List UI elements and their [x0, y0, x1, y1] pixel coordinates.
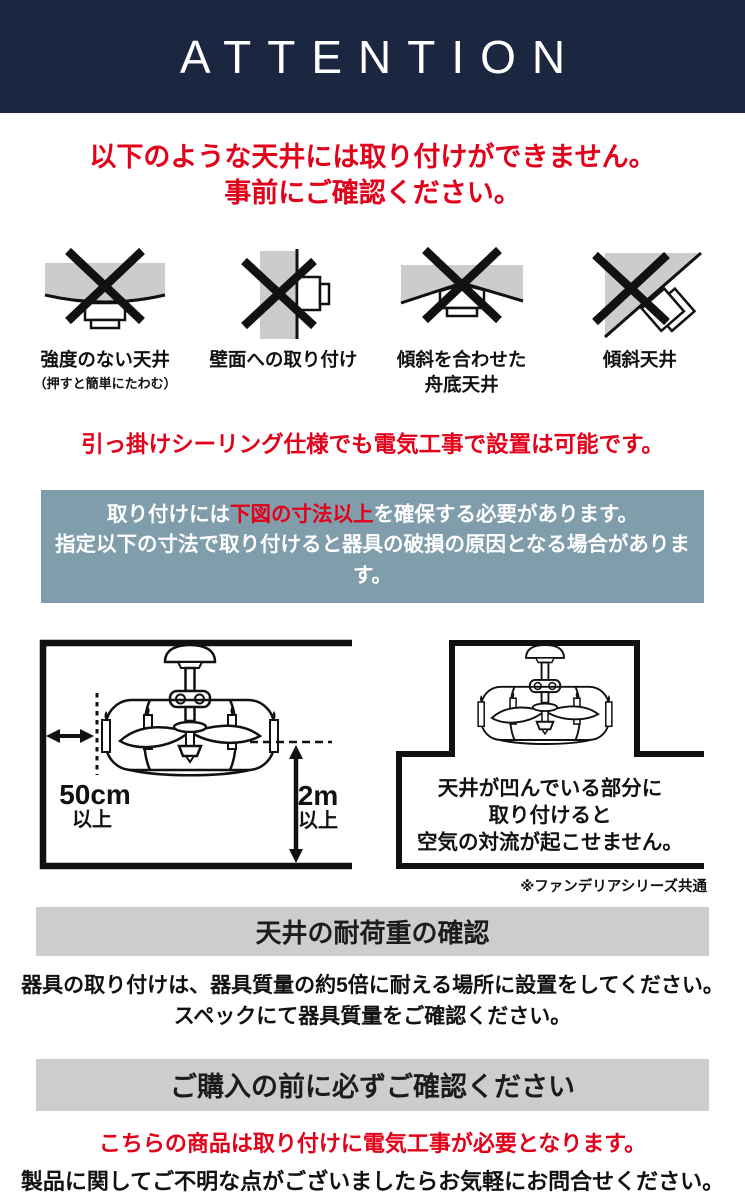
- intro-warning-line1: 以下のような天井には取り付けができません。: [89, 142, 656, 172]
- wall-mount-x-icon: [241, 249, 331, 340]
- ng-label: 傾斜天井: [602, 349, 677, 371]
- ng-ceiling-item-wall: 壁面への取り付け: [194, 245, 372, 396]
- load-capacity-title: 天井の耐荷重の確認: [255, 917, 490, 948]
- ng-label-line2: 舟底天井: [424, 374, 499, 396]
- ng-ceiling-item-sloped: 傾斜天井: [551, 245, 729, 396]
- page-title: ATTENTION: [179, 30, 582, 83]
- dimension-requirement-line2: 指定以下の寸法で取り付けると器具の破損の原因となる場合があります。: [55, 533, 690, 587]
- clearance-room-diagram: 50cm 以上 2m 以上: [39, 639, 352, 869]
- side-clearance-arrow: [46, 728, 94, 743]
- contact-note: 製品に関してご不明な点がございましたらお気軽にお問合せください。: [20, 1168, 725, 1194]
- sloped-ceiling-x-icon: [591, 252, 702, 339]
- dimension-requirement-line1: 取り付けには下図の寸法以上を確保する必要があります。: [47, 500, 698, 531]
- attention-header: ATTENTION: [0, 0, 745, 113]
- ng-ceiling-item-weak: 強度のない天井 （押すと簡単にたわむ）: [16, 245, 194, 396]
- recessed-ceiling-diagram: 天井が凹んでいる部分に 取り付けると 空気の対流が起こせません。 ※ファンデリア…: [396, 639, 707, 895]
- recess-warning-line2: 取り付けると: [489, 803, 612, 827]
- bottom-clearance-value: 2m: [298, 780, 338, 811]
- load-capacity-body: 器具の取り付けは、器具質量の約5倍に耐える場所に設置をしてください。 スペックに…: [0, 970, 745, 1033]
- recess-warning-line3: 空気の対流が起こせません。: [417, 830, 683, 854]
- dim-line1-suffix: を確保する必要があります。: [373, 502, 638, 526]
- sagging-ceiling-x-icon: [44, 248, 166, 330]
- electrical-work-required-note: こちらの商品は取り付けに電気工事が必要となります。: [98, 1130, 647, 1156]
- ng-sublabel: （押すと簡単にたわむ）: [33, 376, 177, 392]
- series-note: ※ファンデリアシリーズ共通: [520, 877, 707, 895]
- bottom-clearance-unit: 以上: [298, 809, 338, 832]
- intro-warning: 以下のような天井には取り付けができません。 事前にご確認ください。: [0, 140, 745, 211]
- ng-ceiling-item-boat-bottom: 傾斜を合わせた 舟底天井: [373, 245, 551, 396]
- load-capacity-heading: 天井の耐荷重の確認: [36, 906, 709, 956]
- dim-line1-highlight: 下図の寸法以上: [230, 502, 374, 526]
- purchase-confirm-heading: ご購入の前に必ずご確認ください: [36, 1058, 709, 1111]
- purchase-confirm-title: ご購入の前に必ずご確認ください: [170, 1072, 575, 1103]
- load-capacity-line2: スペックにて器具質量をご確認ください。: [173, 1005, 572, 1029]
- ng-ceiling-examples: 強度のない天井 （押すと簡単にたわむ） 壁面への取り付け 傾斜を合わせた 舟底天…: [16, 245, 729, 396]
- ng-label: 強度のない天井: [40, 349, 170, 371]
- ng-label: 壁面への取り付け: [209, 349, 358, 371]
- side-clearance-value: 50cm: [59, 779, 131, 810]
- load-capacity-line1: 器具の取り付けは、器具質量の約5倍に耐える場所に設置をしてください。: [21, 973, 724, 997]
- installation-clearance-diagrams: 50cm 以上 2m 以上 天井が凹んでいる部分に 取り付けると 空気の対流が起…: [39, 639, 707, 895]
- intro-warning-line2: 事前にご確認ください。: [224, 177, 521, 208]
- boat-bottom-ceiling-x-icon: [400, 247, 524, 324]
- ng-label: 傾斜を合わせた: [396, 349, 527, 371]
- side-clearance-unit: 以上: [72, 808, 112, 831]
- bottom-clearance-arrow: [289, 744, 303, 863]
- dimension-requirement-box: 取り付けには下図の寸法以上を確保する必要があります。 指定以下の寸法で取り付ける…: [41, 489, 704, 603]
- dim-line1-prefix: 取り付けには: [107, 502, 231, 526]
- recess-warning-line1: 天井が凹んでいる部分に: [438, 776, 662, 800]
- electrical-work-note: 引っ掛けシーリング仕様でも電気工事で設置は可能です。: [81, 431, 664, 457]
